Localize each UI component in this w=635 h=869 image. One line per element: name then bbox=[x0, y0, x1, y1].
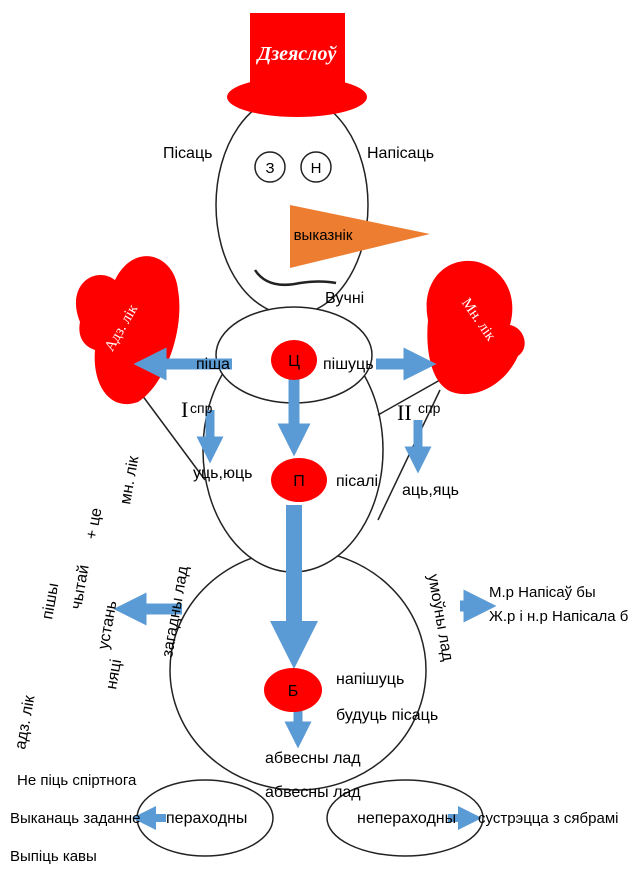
arm-right bbox=[377, 379, 441, 416]
note-adz-lik: адз. лік bbox=[12, 693, 38, 750]
note-tse: + це bbox=[83, 506, 105, 540]
left-example-1: Не піць спіртнога bbox=[17, 772, 137, 789]
hat-label: Дзеяслоў bbox=[256, 43, 338, 65]
eye-left bbox=[254, 151, 286, 183]
transitive-label: пераходны bbox=[166, 810, 247, 827]
eye-right-label: Н bbox=[311, 160, 322, 177]
note-pishy: пішы bbox=[39, 582, 62, 621]
circle-future bbox=[264, 668, 322, 712]
conditional-example-1: М.р Напісаў бы bbox=[489, 584, 596, 601]
conditional-mood: умоўны лад bbox=[424, 573, 456, 663]
right-example: сустрэцца з сябрамі bbox=[478, 810, 618, 827]
conj-right-label: спр bbox=[418, 400, 441, 416]
nose-label: выказнік bbox=[294, 227, 353, 244]
circle-past-label: П bbox=[293, 473, 305, 490]
head-left-label: Пісаць bbox=[163, 145, 212, 162]
foot-right bbox=[326, 779, 484, 857]
conj-left-roman: I bbox=[181, 397, 188, 422]
conj-left-ending: уць,юць bbox=[193, 465, 252, 482]
imperative-notes: пішы чытай устань + це мн. лік адз. лік … bbox=[12, 454, 142, 751]
arm-left bbox=[141, 394, 206, 481]
nose bbox=[290, 205, 430, 268]
note-mn-lik: мн. лік bbox=[117, 454, 142, 506]
conditional-example-2: Ж.р і н.р Напісала б bbox=[489, 608, 628, 625]
belt-left-word: піша bbox=[196, 356, 230, 373]
belt-right-word: пішуць bbox=[323, 356, 374, 373]
past-word: пісалі bbox=[336, 473, 378, 490]
indicative-mood-1: абвесны лад bbox=[265, 750, 361, 767]
conj-right-ending: аць,яць bbox=[402, 482, 459, 499]
conj-left-label: спр bbox=[190, 400, 213, 416]
hat-brim bbox=[227, 77, 367, 117]
head-right-label: Напісаць bbox=[367, 145, 434, 162]
mouth-text: Вучні bbox=[325, 290, 364, 307]
eye-left-label: З bbox=[265, 160, 274, 177]
eye-right bbox=[300, 151, 332, 183]
circle-future-label: Б bbox=[288, 683, 299, 700]
intransitive-label: непераходны bbox=[357, 810, 456, 827]
mitten-right: Мн. лік bbox=[426, 260, 525, 395]
note-chytai: чытай bbox=[68, 564, 93, 611]
note-nyatsi: няці bbox=[103, 658, 125, 691]
conj-right-roman: II bbox=[397, 400, 412, 425]
circle-present-label: Ц bbox=[288, 353, 300, 370]
circle-past bbox=[271, 458, 327, 502]
left-example-3: Выпіць кавы bbox=[10, 848, 97, 865]
future-line2: будуць пісаць bbox=[336, 707, 438, 724]
mouth bbox=[253, 269, 337, 287]
note-ustan: устань bbox=[95, 599, 120, 650]
indicative-mood-2: абвесны лад bbox=[265, 784, 361, 801]
head bbox=[215, 94, 369, 316]
mitten-left: Адз. лік bbox=[75, 256, 180, 405]
left-example-2: Выканаць заданне bbox=[10, 810, 140, 827]
circle-present bbox=[271, 340, 317, 380]
future-line1: напішуць bbox=[336, 671, 404, 688]
